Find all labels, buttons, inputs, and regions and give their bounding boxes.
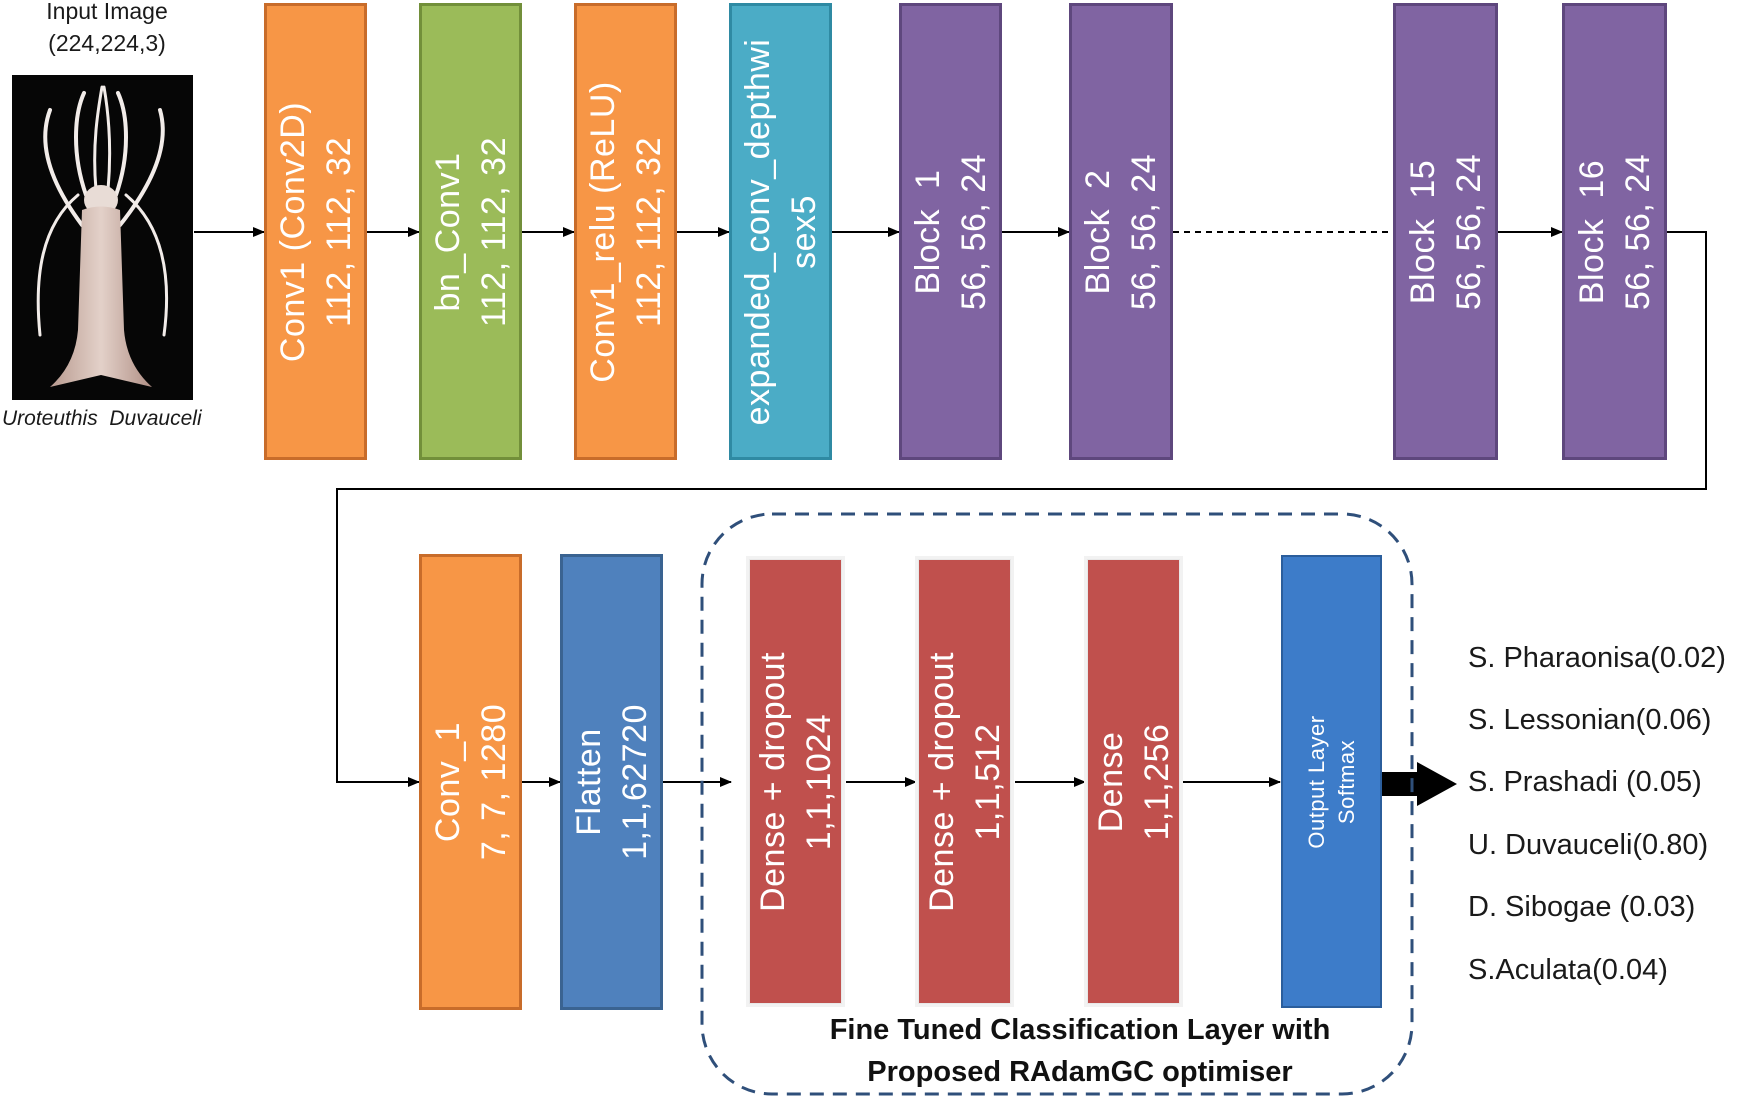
prediction-item: S. Lessonian(0.06) bbox=[1468, 704, 1712, 736]
layer-name: Dense bbox=[1091, 731, 1130, 832]
layer-conv1-relu: Conv1_relu (ReLU)112, 112, 32 bbox=[574, 3, 677, 460]
layer-name: Dense + dropout bbox=[922, 651, 961, 912]
layer-name: Conv1 (Conv2D) bbox=[273, 101, 312, 362]
layer-name: Output Layer bbox=[1303, 714, 1329, 849]
layer-shape: 112, 112, 32 bbox=[474, 136, 513, 327]
layer-shape: 56, 56, 24 bbox=[1125, 153, 1163, 310]
layer-conv1-relu-label: Conv1_relu (ReLU)112, 112, 32 bbox=[580, 81, 672, 382]
layer-shape: 56, 56, 24 bbox=[954, 153, 993, 310]
layer-conv1: Conv1 (Conv2D)112, 112, 32 bbox=[264, 3, 367, 460]
input-image-shape: (224,224,3) bbox=[48, 30, 166, 56]
layer-shape: 1,1,512 bbox=[968, 723, 1007, 840]
squid-illustration bbox=[36, 85, 169, 387]
input-image-title: Input Image bbox=[46, 0, 168, 24]
layer-shape: sex5 bbox=[784, 194, 823, 269]
layer-conv1-label: Conv1 (Conv2D)112, 112, 32 bbox=[270, 101, 362, 361]
prediction-item: S.Aculata(0.04) bbox=[1468, 954, 1668, 986]
prediction-item: S. Pharaonisa(0.02) bbox=[1468, 642, 1726, 674]
layer-shape: 1,1,256 bbox=[1137, 723, 1176, 840]
layer-name: bn_Conv1 bbox=[428, 151, 467, 312]
fine-tuned-region bbox=[700, 512, 1414, 1096]
prediction-item: U. Duvauceli(0.80) bbox=[1468, 829, 1709, 861]
layer-name: Block 1 bbox=[908, 169, 947, 294]
layer-shape: 112, 112, 32 bbox=[319, 136, 358, 327]
layer-shape: Softmax bbox=[1333, 739, 1359, 824]
layer-name: Conv_1 bbox=[428, 721, 467, 843]
fine-tuned-label-line1: Fine Tuned Classification Layer with bbox=[829, 1014, 1331, 1046]
layer-shape: 112, 112, 32 bbox=[629, 136, 668, 327]
layer-shape: 56, 56, 24 bbox=[1449, 153, 1488, 310]
output-arrow bbox=[1382, 762, 1457, 806]
layer-name: Block 2 bbox=[1079, 169, 1117, 294]
layer-shape: 1,1,62720 bbox=[615, 704, 654, 860]
layer-name: Dense + dropout bbox=[753, 651, 792, 912]
fine-tuned-label-line2: Proposed RAdamGC optimiser bbox=[867, 1056, 1293, 1088]
layer-shape: 7, 7, 1280 bbox=[474, 703, 513, 861]
prediction-item: S. Prashadi (0.05) bbox=[1468, 766, 1702, 798]
layer-name: Block 16 bbox=[1572, 159, 1611, 304]
caption-species: Duvauceli bbox=[109, 407, 202, 430]
prediction-item: D. Sibogae (0.03) bbox=[1468, 891, 1696, 923]
layer-shape: 1,1,1024 bbox=[799, 713, 838, 850]
layer-shape: 56, 56, 24 bbox=[1618, 153, 1657, 310]
input-image-caption: Uroteuthis Duvauceli bbox=[2, 407, 202, 431]
layer-name: Block 15 bbox=[1403, 159, 1442, 304]
layer-name: Flatten bbox=[569, 728, 608, 836]
input-image-photo bbox=[12, 75, 193, 400]
layer-name: Conv1_relu (ReLU) bbox=[583, 80, 622, 383]
caption-genus: Uroteuthis bbox=[2, 407, 98, 430]
layer-name: expanded_conv_depthwi bbox=[738, 38, 777, 425]
